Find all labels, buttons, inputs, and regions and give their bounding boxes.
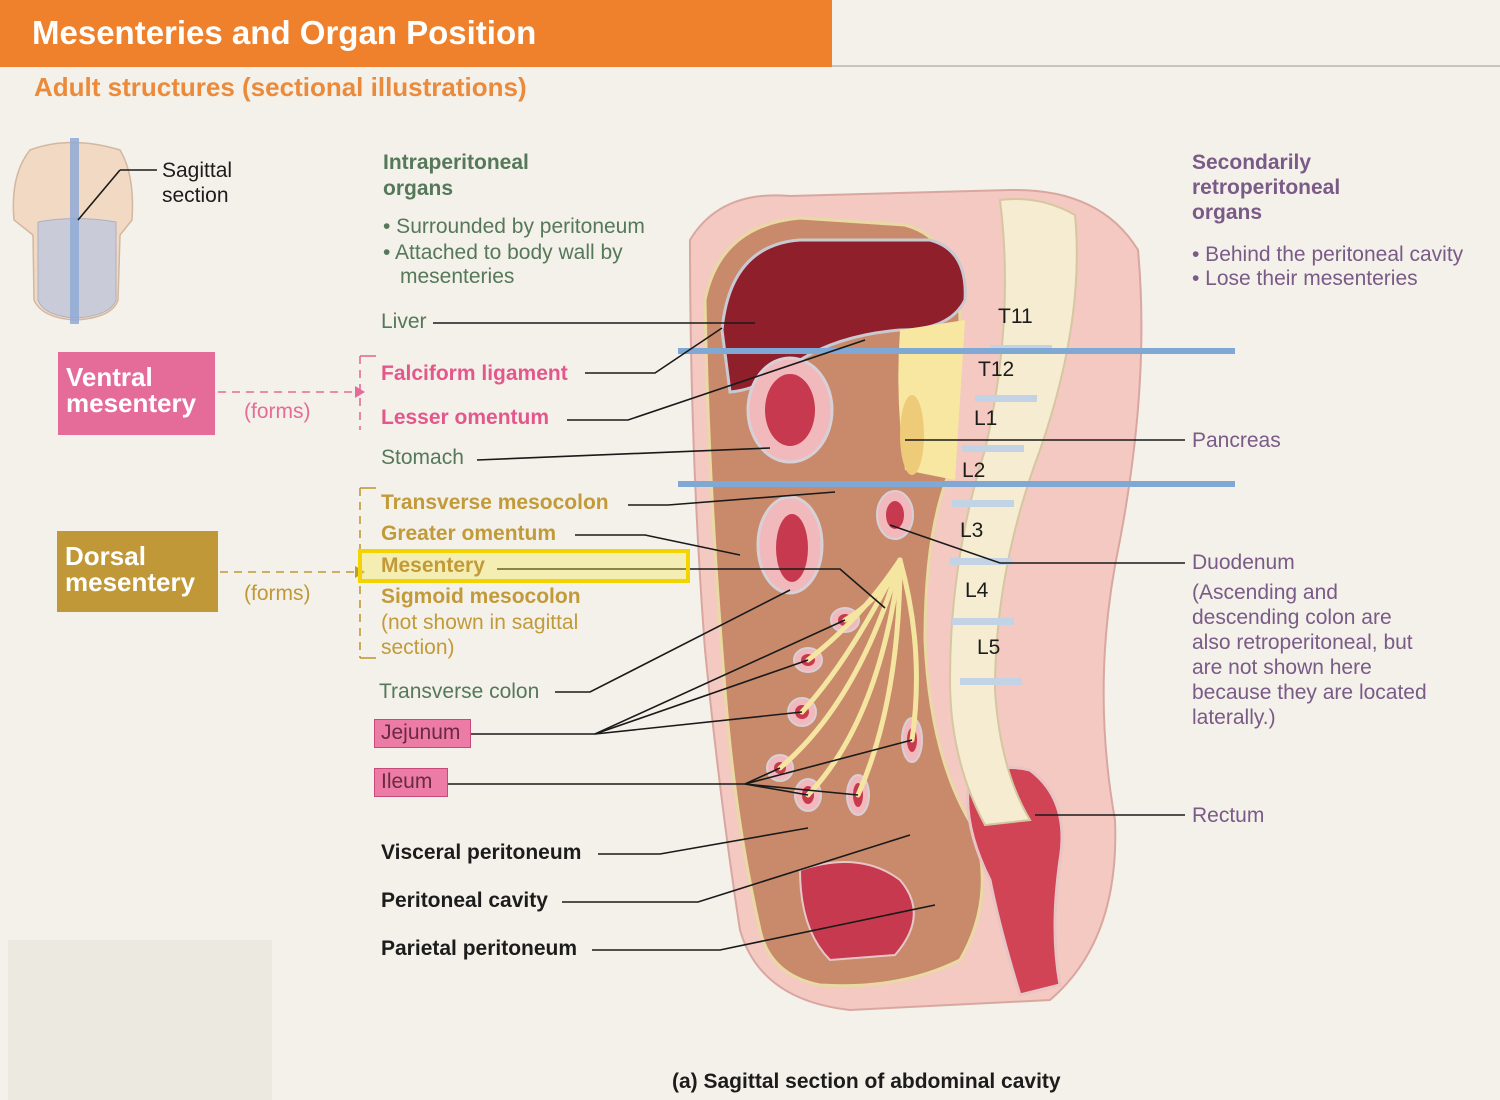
- label-sigmoid-mesocolon: Sigmoid mesocolon: [381, 585, 581, 608]
- vertebra-t12: T12: [978, 358, 1015, 381]
- mesentery-highlight: [358, 549, 690, 583]
- label-transverse-mesocolon: Transverse mesocolon: [381, 491, 609, 514]
- duodenum-note-6: laterally.): [1192, 706, 1276, 729]
- label-stomach: Stomach: [381, 446, 464, 469]
- dorsal-forms: (forms): [244, 582, 311, 605]
- page-subtitle: Adult structures (sectional illustration…: [34, 72, 527, 102]
- figure-caption: (a) Sagittal section of abdominal cavity: [672, 1070, 1061, 1093]
- secondary-heading-2: retroperitoneal: [1192, 176, 1341, 199]
- label-greater-omentum: Greater omentum: [381, 522, 557, 545]
- label-ileum: Ileum: [381, 770, 433, 793]
- label-liver: Liver: [381, 310, 427, 333]
- duodenum-note-5: because they are located: [1192, 681, 1427, 704]
- ventral-box-line2: mesentery: [66, 388, 197, 418]
- label-jejunum: Jejunum: [381, 721, 461, 744]
- label-sigmoid-note-1: (not shown in sagittal: [381, 611, 579, 634]
- label-peritoneal-cavity: Peritoneal cavity: [381, 889, 548, 912]
- label-lesser-omentum: Lesser omentum: [381, 406, 550, 429]
- secondary-heading-1: Secondarily: [1192, 151, 1312, 174]
- title-rule: [832, 65, 1500, 67]
- intraperitoneal-bullet-1: • Surrounded by peritoneum: [383, 215, 645, 238]
- vertebra-l5: L5: [977, 636, 1001, 659]
- label-transverse-colon: Transverse colon: [379, 680, 540, 703]
- secondary-bullet-1: • Behind the peritoneal cavity: [1192, 243, 1464, 266]
- duodenum-note-3: also retroperitoneal, but: [1192, 631, 1413, 654]
- ventral-box-line1: Ventral: [66, 362, 153, 392]
- label-parietal-peritoneum: Parietal peritoneum: [381, 937, 578, 960]
- intraperitoneal-heading-2: organs: [383, 177, 454, 200]
- section-line-lower: [678, 481, 1235, 487]
- jejunum-highlight: [374, 719, 471, 748]
- label-falciform-ligament: Falciform ligament: [381, 362, 568, 385]
- label-sigmoid-note-2: section): [381, 636, 455, 659]
- intraperitoneal-bullet-2: • Attached to body wall by: [383, 241, 623, 264]
- dorsal-box-line1: Dorsal: [65, 541, 146, 571]
- dorsal-mesentery-box: Dorsal mesentery: [57, 531, 218, 612]
- vertebra-l4: L4: [965, 579, 989, 602]
- intraperitoneal-bullet-3: mesenteries: [400, 265, 515, 288]
- sagittal-label-line2: section: [162, 184, 229, 207]
- page-title: Mesenteries and Organ Position: [32, 14, 537, 51]
- vertebra-t11: T11: [998, 305, 1033, 328]
- ileum-highlight: [374, 768, 448, 797]
- section-line-upper: [678, 348, 1235, 354]
- sagittal-label-line1: Sagittal: [162, 159, 233, 182]
- ventral-mesentery-box: Ventral mesentery: [58, 352, 215, 435]
- intraperitoneal-heading-1: Intraperitoneal: [383, 151, 529, 174]
- vertebra-l2: L2: [962, 459, 986, 482]
- secondary-bullet-2: • Lose their mesenteries: [1192, 267, 1418, 290]
- duodenum-note-4: are not shown here: [1192, 656, 1372, 679]
- duodenum-note-2: descending colon are: [1192, 606, 1392, 629]
- ventral-forms: (forms): [244, 400, 311, 423]
- secondary-heading-3: organs: [1192, 201, 1263, 224]
- vertebra-l3: L3: [960, 519, 984, 542]
- dorsal-box-line2: mesentery: [65, 567, 196, 597]
- duodenum-note-1: (Ascending and: [1192, 581, 1338, 604]
- label-mesentery: Mesentery: [381, 554, 485, 577]
- title-bar: [0, 0, 832, 67]
- label-rectum: Rectum: [1192, 804, 1265, 827]
- label-visceral-peritoneum: Visceral peritoneum: [381, 841, 582, 864]
- label-pancreas: Pancreas: [1192, 429, 1281, 452]
- label-duodenum: Duodenum: [1192, 551, 1295, 574]
- torso-inset-icon: [12, 138, 134, 324]
- vertebra-l1: L1: [974, 407, 998, 430]
- blank-panel: [8, 940, 272, 1100]
